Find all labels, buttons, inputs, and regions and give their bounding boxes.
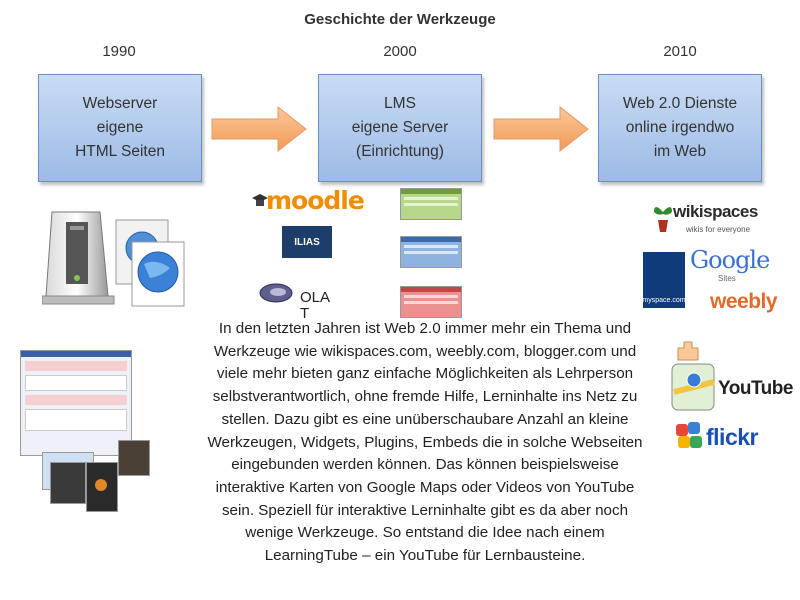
box-label-webserver: Webserver eigene HTML Seiten: [75, 92, 165, 164]
box-label-lms: LMS eigene Server (Einrichtung): [352, 92, 449, 164]
box-label-web20: Web 2.0 Dienste online irgendwo im Web: [623, 92, 737, 164]
globe-document-icon: [112, 218, 188, 308]
flickr-logo: flickr: [706, 424, 758, 451]
year-2000: 2000: [360, 43, 440, 60]
video-screenshot-2: [86, 462, 118, 512]
video-screenshot-3: [118, 440, 150, 476]
myspace-logo: myspace.com: [643, 252, 685, 308]
moodle-logo: moodle: [250, 188, 365, 216]
wikispaces-tagline: wikis for everyone: [686, 225, 750, 234]
video-screenshot-1: [50, 462, 86, 504]
timeline-box-webserver: Webserver eigene HTML Seiten: [38, 74, 202, 182]
timeline-box-web20: Web 2.0 Dienste online irgendwo im Web: [598, 74, 762, 182]
description-paragraph: In den letzten Jahren ist Web 2.0 immer …: [160, 318, 690, 568]
year-2010: 2010: [640, 43, 720, 60]
timeline-box-lms: LMS eigene Server (Einrichtung): [318, 74, 482, 182]
plant-icon: [652, 202, 674, 232]
arrow-right-icon: [210, 105, 310, 153]
year-1990: 1990: [79, 43, 159, 60]
google-sites-logo: Google: [690, 246, 769, 274]
ilias-logo: ILIAS: [282, 226, 332, 258]
lms-screenshot-blue: [400, 236, 462, 268]
learning-module-screenshot: [20, 350, 132, 456]
olat-logo-icon: [258, 282, 294, 304]
weebly-logo: weebly: [710, 290, 777, 314]
diagram-title: Geschichte der Werkzeuge: [0, 11, 800, 28]
arrow-right-icon: [492, 105, 592, 153]
lms-screenshot-red: [400, 286, 462, 318]
wikispaces-logo: wikispaces: [673, 202, 758, 222]
lms-screenshot-green: [400, 188, 462, 220]
server-icon: [42, 208, 118, 306]
youtube-logo: YouTube: [718, 378, 793, 400]
google-sites-label: Sites: [718, 274, 736, 283]
